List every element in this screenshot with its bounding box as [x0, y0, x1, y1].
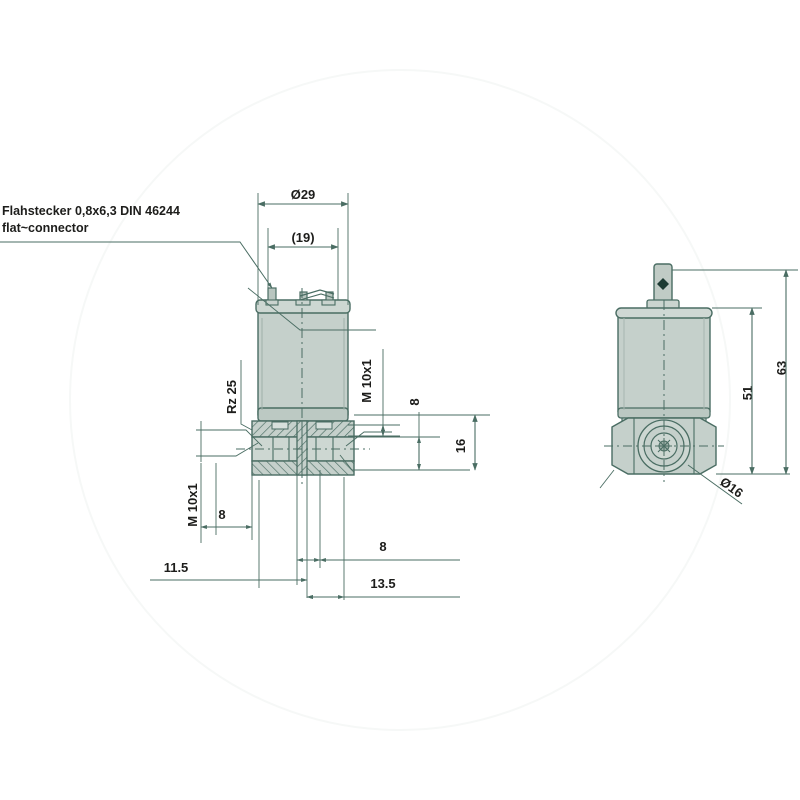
cavity-leader-right — [345, 431, 392, 447]
dim-label-total-height: 63 — [774, 361, 789, 375]
coil-bottom-cap — [257, 407, 349, 422]
note-line-1: Flahstecker 0,8x6,3 DIN 46244 — [2, 204, 180, 218]
dimension-bottom-offset-8: 8 — [296, 470, 460, 585]
dimension-bottom-offset-115: 11.5 — [150, 475, 308, 598]
dim-label-surface-finish: Rz 25 — [224, 380, 239, 414]
hex-base-leader — [599, 469, 615, 489]
recess-right — [315, 421, 333, 430]
dim-label-port-height: 16 — [453, 439, 468, 453]
dim-label-thread-right: M 10x1 — [359, 359, 374, 402]
side-connector-post — [646, 263, 680, 310]
tab-third-base — [321, 299, 336, 306]
cavity-leader-left-2 — [196, 442, 259, 457]
coil-cylinder — [257, 309, 349, 419]
watermark-circle — [69, 69, 731, 731]
dim-label-bottom-offset-8: 8 — [379, 539, 386, 554]
note-line-2: flat~connector — [2, 221, 89, 235]
dim-label-outer-diameter: Ø29 — [291, 187, 316, 202]
dimension-total-height: 63 — [672, 269, 798, 475]
dimension-port-height: 16 — [354, 414, 490, 471]
recess-left — [271, 421, 289, 430]
cavity-leader-left — [196, 429, 263, 447]
dimension-port-depth-right: 8 — [354, 398, 470, 471]
connector-diamond-icon — [657, 278, 669, 290]
dimension-thread-left: M 10x1 — [185, 421, 202, 543]
port-diameter-leader — [687, 464, 743, 505]
connector-bridge-lower — [299, 293, 335, 301]
dimension-outer-diameter: Ø29 — [257, 187, 349, 305]
note-surface-finish: Rz 25 — [224, 360, 253, 431]
dim-label-coil-height: 51 — [740, 386, 755, 400]
dimension-port-offset-left: 8 — [200, 463, 253, 540]
dim-label-coil-width-ref: (19) — [291, 230, 314, 245]
dim-label-bottom-offset-115: 11.5 — [164, 560, 189, 575]
coil-leader — [247, 287, 376, 331]
dim-label-port-offset-left: 8 — [218, 507, 225, 522]
dim-label-bottom-offset-135: 13.5 — [370, 576, 395, 591]
side-elevation-view: 51 63 Ø16 — [599, 263, 798, 505]
note-leader-line — [0, 241, 273, 289]
dim-label-port-depth-right: 8 — [407, 398, 422, 405]
dim-label-thread-left: M 10x1 — [185, 483, 200, 526]
dimension-thread-right: M 10x1 — [348, 349, 400, 437]
dimension-bottom-offset-135: 13.5 — [306, 477, 460, 600]
surface-finish-leader — [240, 360, 253, 431]
dimension-coil-height: 51 — [712, 307, 790, 475]
tab-right-base — [295, 299, 311, 306]
note-flat-connector: Flahstecker 0,8x6,3 DIN 46244 flat~conne… — [0, 204, 273, 289]
connector-bridge — [299, 289, 335, 297]
cavity-leaders — [196, 287, 392, 471]
front-section-view: Ø29 (19) Flahstecker 0,8x6,3 DIN 46244 f… — [0, 187, 490, 600]
cavity-leader-right-2 — [339, 454, 372, 471]
solenoid-coil-body — [255, 299, 351, 422]
